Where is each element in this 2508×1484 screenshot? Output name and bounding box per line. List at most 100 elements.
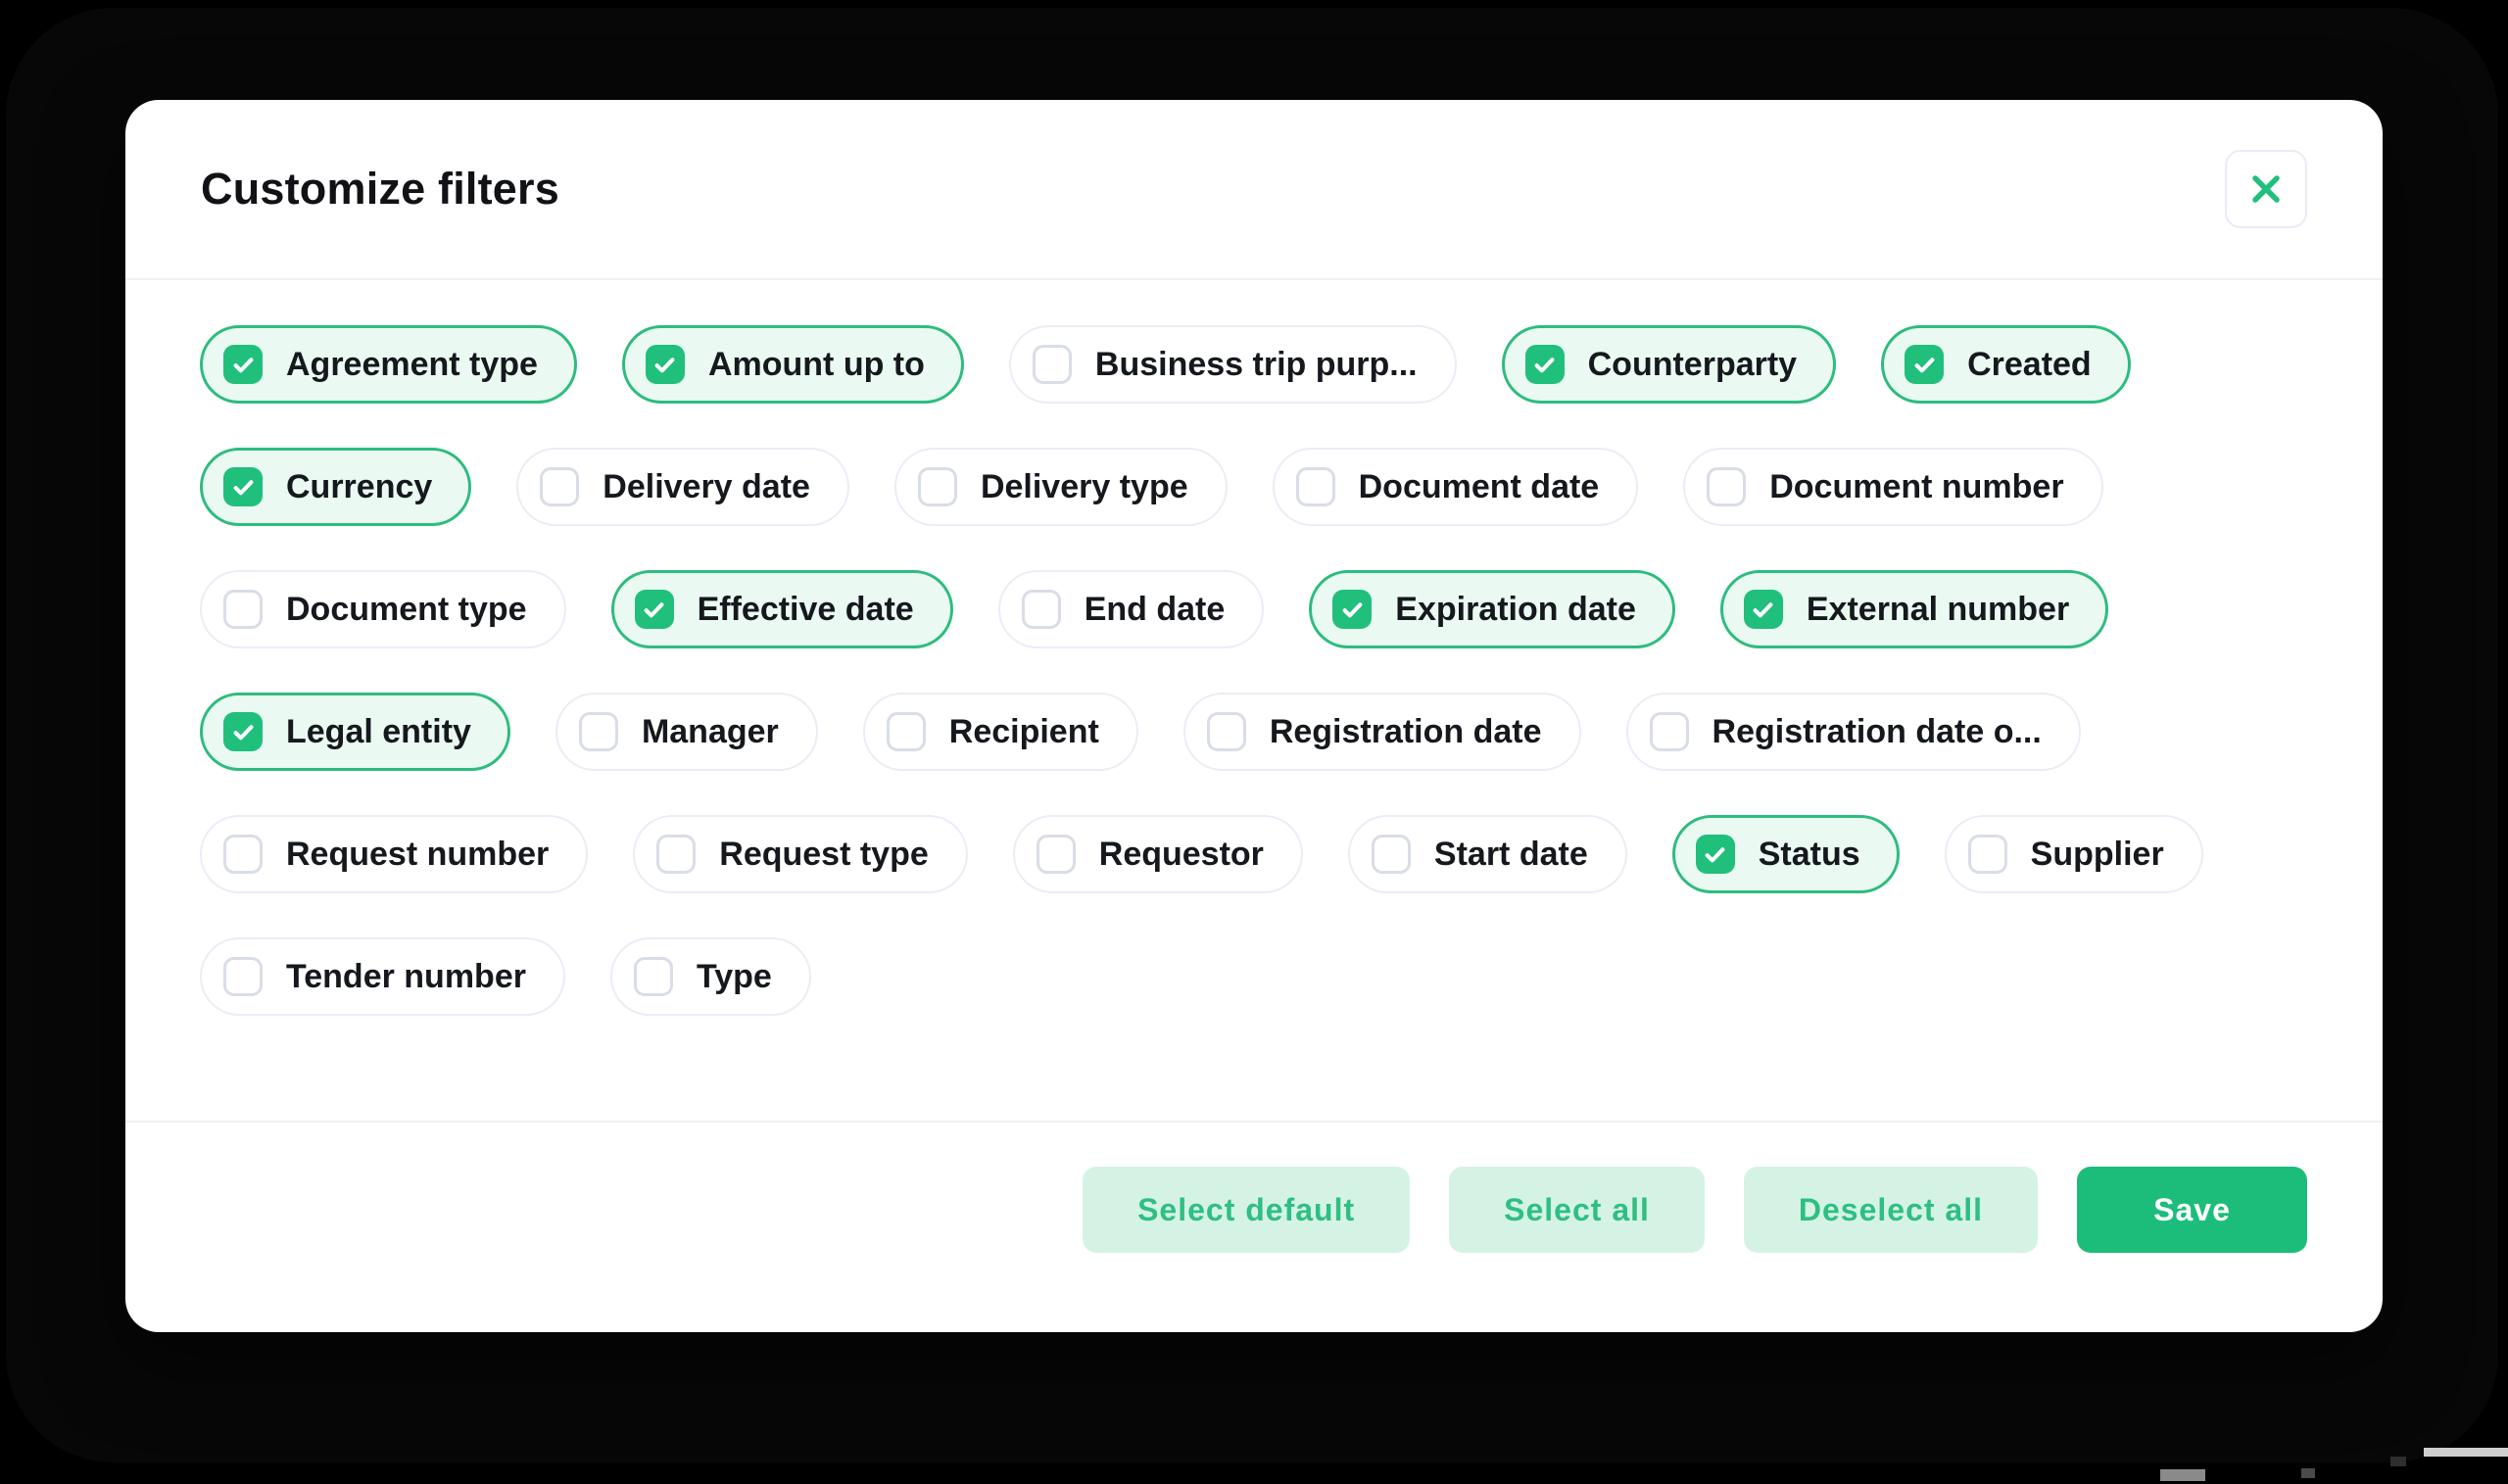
filter-chip-label: Legal entity — [286, 712, 471, 750]
select-all-button[interactable]: Select all — [1449, 1167, 1705, 1253]
filter-chip-label: Request number — [286, 835, 550, 873]
filter-chip-request-type[interactable]: Request type — [633, 815, 968, 893]
unchecked-checkbox-icon — [656, 835, 697, 874]
dialog-footer: Select default Select all Deselect all S… — [125, 1121, 2383, 1332]
unchecked-checkbox-icon — [1032, 345, 1072, 384]
scrollbar-fragment — [2424, 1448, 2508, 1457]
filter-chip-label: Document number — [1769, 467, 2064, 505]
filter-chip-registration-date-o[interactable]: Registration date o... — [1625, 693, 2081, 771]
filter-chip-registration-date[interactable]: Registration date — [1182, 693, 1581, 771]
filter-chip-type[interactable]: Type — [609, 937, 811, 1016]
deselect-all-button[interactable]: Deselect all — [1743, 1167, 2038, 1253]
filter-chip-label: Agreement type — [286, 345, 538, 383]
filter-chip-start-date[interactable]: Start date — [1347, 815, 1627, 893]
filter-chip-label: Request type — [719, 835, 929, 873]
checked-checkbox-icon — [645, 345, 685, 384]
checked-checkbox-icon — [634, 590, 674, 629]
save-button[interactable]: Save — [2077, 1167, 2307, 1253]
filter-chip-document-type[interactable]: Document type — [200, 570, 566, 648]
filter-chip-business-trip-purp[interactable]: Business trip purp... — [1008, 325, 1457, 404]
filter-chip-delivery-type[interactable]: Delivery type — [893, 448, 1228, 526]
scrollbar-fragment — [2390, 1457, 2406, 1466]
filter-chip-row: Document type Effective date End date Expir… — [200, 570, 2308, 648]
filter-chip-label: Business trip purp... — [1094, 345, 1418, 383]
filter-chip-label: External number — [1806, 590, 2070, 628]
filter-chip-label: Type — [696, 957, 772, 995]
filter-chip-label: Registration date o... — [1712, 712, 2042, 750]
unchecked-checkbox-icon — [1649, 712, 1689, 751]
filter-chip-label: Expiration date — [1395, 590, 1636, 628]
filter-chip-label: Effective date — [697, 590, 914, 628]
filter-chip-legal-entity[interactable]: Legal entity — [200, 693, 510, 771]
filter-chip-label: Registration date — [1269, 712, 1542, 750]
filter-chip-end-date[interactable]: End date — [997, 570, 1265, 648]
checked-checkbox-icon — [1332, 590, 1373, 629]
filter-chip-label: Tender number — [286, 957, 526, 995]
filter-chip-label: Counterparty — [1587, 345, 1798, 383]
filter-chip-expiration-date[interactable]: Expiration date — [1309, 570, 1675, 648]
unchecked-checkbox-icon — [1967, 835, 2007, 874]
checked-checkbox-icon — [1743, 590, 1783, 629]
unchecked-checkbox-icon — [1707, 467, 1747, 506]
unchecked-checkbox-icon — [633, 957, 673, 996]
filter-chip-manager[interactable]: Manager — [555, 693, 818, 771]
unchecked-checkbox-icon — [1371, 835, 1411, 874]
close-button[interactable] — [2225, 150, 2307, 228]
filter-chip-effective-date[interactable]: Effective date — [610, 570, 953, 648]
filter-chip-label: Document type — [286, 590, 527, 628]
filter-chip-label: Amount up to — [707, 345, 925, 383]
unchecked-checkbox-icon — [917, 467, 957, 506]
filter-chip-label: Status — [1758, 835, 1860, 873]
dialog-header: Customize filters — [125, 100, 2383, 280]
filter-chip-label: Document date — [1358, 467, 1600, 505]
filter-chip-status[interactable]: Status — [1671, 815, 1900, 893]
checked-checkbox-icon — [223, 467, 263, 506]
filter-chip-label: Delivery type — [980, 467, 1188, 505]
filter-chip-row: Currency Delivery date Delivery type Docume… — [200, 448, 2308, 526]
filter-chip-request-number[interactable]: Request number — [200, 815, 589, 893]
filter-chip-document-date[interactable]: Document date — [1272, 448, 1639, 526]
filter-chip-label: End date — [1084, 590, 1226, 628]
unchecked-checkbox-icon — [540, 467, 580, 506]
filter-chip-external-number[interactable]: External number — [1719, 570, 2109, 648]
checked-checkbox-icon — [1695, 835, 1735, 874]
close-icon — [2248, 171, 2284, 207]
filter-chip-supplier[interactable]: Supplier — [1944, 815, 2203, 893]
filter-chip-requestor[interactable]: Requestor — [1012, 815, 1303, 893]
filter-chip-document-number[interactable]: Document number — [1683, 448, 2103, 526]
unchecked-checkbox-icon — [223, 590, 263, 629]
dialog-title: Customize filters — [201, 164, 559, 214]
filter-chip-agreement-type[interactable]: Agreement type — [200, 325, 577, 404]
filter-chip-created[interactable]: Created — [1881, 325, 2131, 404]
checked-checkbox-icon — [223, 345, 263, 384]
unchecked-checkbox-icon — [223, 835, 263, 874]
unchecked-checkbox-icon — [223, 957, 263, 996]
filter-chip-recipient[interactable]: Recipient — [862, 693, 1138, 771]
filter-chip-row: Tender number Type — [200, 937, 2308, 1016]
scrollbar-fragment — [2301, 1468, 2315, 1478]
filter-chip-label: Start date — [1433, 835, 1588, 873]
unchecked-checkbox-icon — [1021, 590, 1061, 629]
filter-chip-label: Delivery date — [603, 467, 810, 505]
filter-chip-list: Agreement type Amount up to Business trip … — [125, 280, 2383, 1121]
scrollbar-fragment — [2160, 1469, 2205, 1481]
filter-chip-label: Currency — [286, 467, 433, 505]
filter-chip-row: Request number Request type Requestor Start… — [200, 815, 2308, 893]
filter-chip-delivery-date[interactable]: Delivery date — [516, 448, 849, 526]
filter-chip-row: Agreement type Amount up to Business trip … — [200, 325, 2308, 404]
filter-chip-row: Legal entity Manager Recipient Registration… — [200, 693, 2308, 771]
filter-chip-currency[interactable]: Currency — [200, 448, 472, 526]
unchecked-checkbox-icon — [1036, 835, 1076, 874]
filter-chip-label: Created — [1967, 345, 2092, 383]
select-default-button[interactable]: Select default — [1083, 1167, 1411, 1253]
unchecked-checkbox-icon — [578, 712, 618, 751]
checked-checkbox-icon — [223, 712, 263, 751]
filter-chip-counterparty[interactable]: Counterparty — [1501, 325, 1837, 404]
filter-chip-label: Supplier — [2030, 835, 2164, 873]
filter-chip-label: Manager — [641, 712, 779, 750]
checked-checkbox-icon — [1524, 345, 1565, 384]
unchecked-checkbox-icon — [886, 712, 926, 751]
filter-chip-tender-number[interactable]: Tender number — [200, 937, 565, 1016]
unchecked-checkbox-icon — [1206, 712, 1246, 751]
filter-chip-amount-up-to[interactable]: Amount up to — [621, 325, 964, 404]
